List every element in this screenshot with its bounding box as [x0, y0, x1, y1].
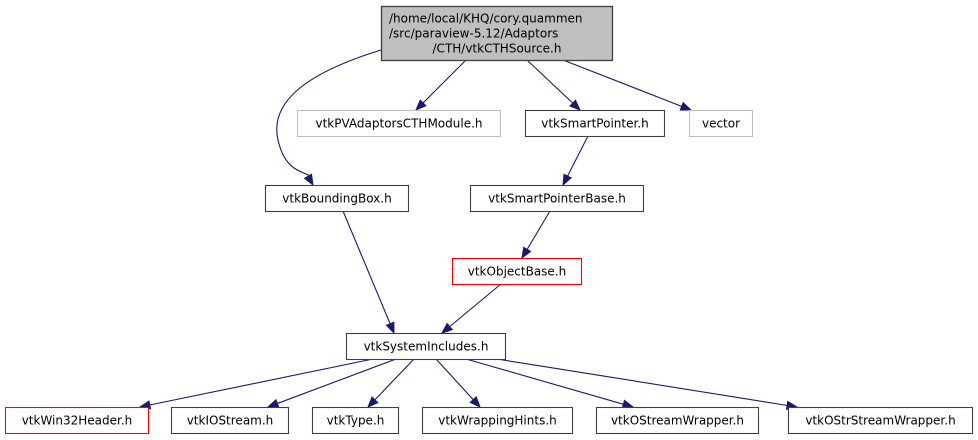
edge-line — [562, 59, 684, 108]
arrowhead-icon — [679, 101, 693, 111]
node-label: vtkWrappingHints.h — [438, 414, 557, 428]
edge-line — [525, 210, 551, 252]
edge-smartpointer-to-smartpointerbase — [562, 135, 589, 187]
node-box — [524, 109, 666, 138]
arrowhead-icon — [415, 99, 427, 111]
node-label: /CTH/vtkCTHSource.h — [433, 42, 562, 56]
node-objectbase[interactable]: vtkObjectBase.h — [451, 257, 583, 286]
node-box — [296, 109, 502, 138]
arrowhead-icon — [303, 173, 314, 187]
edge-systemincludes-to-ostreamwrapper — [465, 358, 635, 409]
edge-line — [496, 358, 790, 407]
node-iostream[interactable]: vtkIOStream.h — [170, 406, 290, 435]
node-box — [469, 184, 645, 213]
node-label: /home/local/KHQ/cory.quammen — [389, 12, 583, 26]
node-root[interactable]: /home/local/KHQ/cory.quammen/src/paravie… — [380, 5, 614, 62]
edge-root-to-vector — [562, 59, 693, 111]
node-smartpointerbase[interactable]: vtkSmartPointerBase.h — [469, 184, 645, 213]
node-label: vtkWin32Header.h — [22, 414, 133, 428]
edge-line — [276, 49, 382, 178]
edge-systemincludes-to-type — [367, 358, 415, 408]
edge-line — [373, 358, 415, 402]
edge-line — [275, 358, 397, 405]
edge-root-to-boundingbox — [276, 49, 382, 187]
node-vector[interactable]: vector — [688, 109, 754, 138]
nodes-layer: /home/local/KHQ/cory.quammen/src/paravie… — [4, 5, 974, 435]
node-label: /src/paraview-5.12/Adaptors — [389, 27, 558, 41]
arrowhead-icon — [562, 173, 572, 187]
node-box — [451, 257, 583, 286]
node-smartpointer[interactable]: vtkSmartPointer.h — [524, 109, 666, 138]
arrowhead-icon — [440, 322, 454, 334]
edge-line — [147, 358, 374, 406]
edge-objectbase-to-systemincludes — [440, 283, 502, 334]
edge-systemincludes-to-win32header — [138, 358, 374, 410]
node-box — [595, 406, 760, 435]
node-label: vtkOStreamWrapper.h — [611, 414, 744, 428]
arrowhead-icon — [521, 246, 532, 260]
node-box — [380, 5, 614, 62]
node-label: vtkType.h — [327, 414, 385, 428]
arrowhead-icon — [469, 396, 481, 408]
node-ostrstreamwrapper[interactable]: vtkOStrStreamWrapper.h — [787, 406, 974, 435]
node-box — [311, 406, 400, 435]
arrowhead-icon — [367, 396, 379, 408]
edge-line — [435, 358, 475, 402]
node-box — [4, 406, 150, 435]
edge-boundingbox-to-systemincludes — [342, 210, 395, 335]
edges-layer — [138, 49, 799, 411]
node-box — [787, 406, 974, 435]
node-label: vtkObjectBase.h — [468, 265, 566, 279]
edge-root-to-smartpointer — [526, 59, 581, 111]
node-ostreamwrapper[interactable]: vtkOStreamWrapper.h — [595, 406, 760, 435]
node-win32header[interactable]: vtkWin32Header.h — [4, 406, 150, 435]
node-label: vtkSmartPointer.h — [541, 117, 648, 131]
node-box — [264, 184, 410, 213]
arrowhead-icon — [569, 99, 581, 111]
node-box — [421, 406, 574, 435]
node-label: vtkBoundingBox.h — [282, 192, 391, 206]
arrowhead-icon — [385, 321, 395, 335]
node-systemincludes[interactable]: vtkSystemIncludes.h — [345, 332, 507, 361]
edge-systemincludes-to-ostrstreamwrapper — [496, 358, 799, 411]
edge-line — [526, 59, 575, 105]
edge-smartpointerbase-to-objectbase — [521, 210, 551, 260]
node-boundingbox[interactable]: vtkBoundingBox.h — [264, 184, 410, 213]
node-label: vtkIOStream.h — [187, 414, 274, 428]
arrowhead-icon — [621, 399, 635, 409]
node-type[interactable]: vtkType.h — [311, 406, 400, 435]
edge-line — [447, 283, 502, 329]
edge-line — [421, 59, 467, 105]
node-box — [170, 406, 290, 435]
edge-line — [342, 210, 392, 326]
edge-systemincludes-to-iostream — [266, 358, 397, 408]
node-box — [345, 332, 507, 361]
arrowhead-icon — [266, 398, 280, 408]
node-label: vtkSystemIncludes.h — [364, 340, 489, 354]
node-label: vtkOStrStreamWrapper.h — [805, 414, 955, 428]
node-label: vtkPVAdaptorsCTHModule.h — [315, 117, 482, 131]
edge-line — [566, 135, 589, 179]
node-wrappinghints[interactable]: vtkWrappingHints.h — [421, 406, 574, 435]
edge-systemincludes-to-wrappinghints — [435, 358, 481, 408]
edge-line — [465, 358, 626, 406]
node-pvadaptors[interactable]: vtkPVAdaptorsCTHModule.h — [296, 109, 502, 138]
node-label: vtkSmartPointerBase.h — [488, 192, 626, 206]
node-box — [688, 109, 754, 138]
node-label: vector — [702, 117, 740, 131]
edge-root-to-pvadaptors — [415, 59, 467, 111]
